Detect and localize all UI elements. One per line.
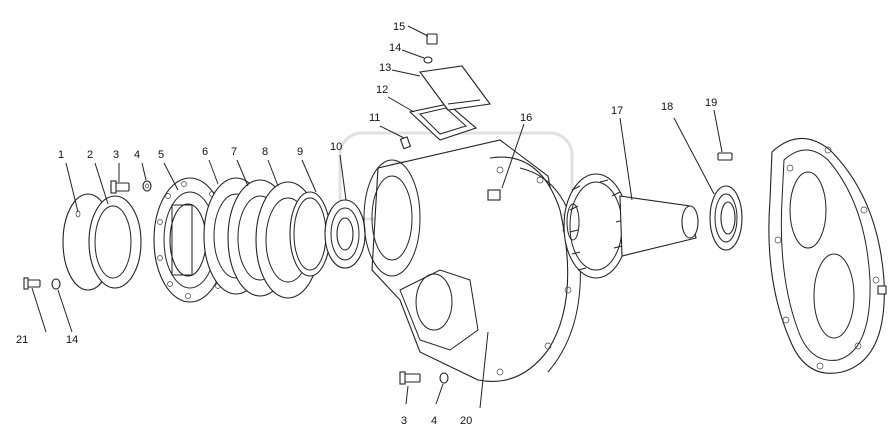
callout-11: 11 bbox=[369, 112, 380, 124]
part-3-bolt-lower bbox=[399, 371, 421, 385]
callout-2: 2 bbox=[87, 149, 93, 161]
callout-21: 21 bbox=[16, 334, 28, 346]
callout-12: 12 bbox=[376, 84, 388, 96]
part-10-bearing bbox=[324, 199, 366, 269]
part-9-ring bbox=[289, 191, 331, 277]
part-17-gear-shaft bbox=[563, 173, 699, 279]
part-4-washer-lower bbox=[439, 372, 449, 384]
part-15-bolt-top bbox=[426, 33, 438, 45]
part-16-breather bbox=[487, 189, 501, 201]
callout-4-lower: 4 bbox=[431, 415, 437, 427]
callout-13: 13 bbox=[379, 62, 391, 74]
callout-7: 7 bbox=[231, 146, 237, 158]
callout-14-top: 14 bbox=[389, 42, 401, 54]
part-18-bearing bbox=[709, 185, 743, 251]
callout-14-lower: 14 bbox=[66, 334, 78, 346]
callout-18: 18 bbox=[661, 101, 673, 113]
part-3-bolt-upper bbox=[110, 180, 130, 194]
callout-3-lower: 3 bbox=[401, 415, 407, 427]
rear-cover bbox=[768, 137, 887, 374]
leader-lines bbox=[31, 25, 723, 409]
part-19-pin bbox=[717, 152, 733, 161]
part-11-pin bbox=[399, 136, 412, 150]
callout-5: 5 bbox=[158, 149, 164, 161]
callout-4: 4 bbox=[134, 149, 140, 161]
part-12-gasket bbox=[408, 103, 478, 141]
callout-9: 9 bbox=[297, 146, 303, 158]
callout-17: 17 bbox=[611, 105, 623, 117]
part-13-cover-plate bbox=[419, 65, 491, 111]
callout-8: 8 bbox=[262, 146, 268, 158]
callout-3: 3 bbox=[113, 149, 119, 161]
callout-20: 20 bbox=[460, 415, 472, 427]
callout-19: 19 bbox=[705, 97, 717, 109]
part-20-housing bbox=[363, 139, 581, 382]
part-14-washer-lower bbox=[51, 278, 61, 290]
part-4-washer-upper bbox=[142, 180, 152, 192]
callout-10: 10 bbox=[330, 141, 342, 153]
callout-6: 6 bbox=[202, 146, 208, 158]
part-2-gasket bbox=[88, 195, 142, 289]
part-21-bolt bbox=[23, 277, 41, 290]
callout-16: 16 bbox=[520, 112, 532, 124]
part-14-washer-top bbox=[423, 56, 433, 64]
callout-labels: 1 2 3 4 5 6 7 8 9 10 11 12 13 14 15 16 1… bbox=[16, 21, 717, 427]
callout-15: 15 bbox=[393, 21, 405, 33]
callout-1: 1 bbox=[58, 149, 64, 161]
